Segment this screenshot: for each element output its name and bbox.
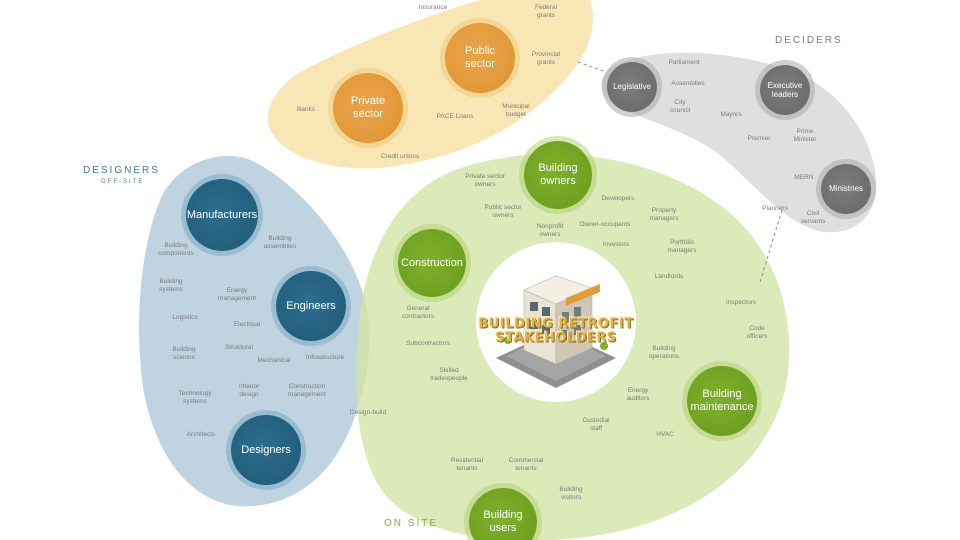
public-sector-node: Public sector <box>445 23 515 93</box>
deciders-label: Assemblies <box>671 79 705 87</box>
legislative-node: Legislative <box>607 62 657 112</box>
deciders-label: Mayors <box>720 110 742 118</box>
funders-label: PACE Loans <box>436 112 474 120</box>
connector-funders-deciders <box>577 61 607 73</box>
designers-label: Building science <box>172 345 196 361</box>
node-label: Building maintenance <box>690 388 754 413</box>
deciders-label: Planners <box>762 204 788 212</box>
deciders-label: Civil servants <box>800 209 826 225</box>
manufacturers-node: Manufacturers <box>186 179 258 251</box>
on-site-label: Nonprofit owners <box>536 222 564 238</box>
designers-subheading: OFF-SITE <box>101 179 145 185</box>
on-site-label: HVAC <box>656 430 674 438</box>
designers-label: Building systems <box>159 277 183 293</box>
funders-label: Credit unions <box>380 152 420 160</box>
designers-label: Interior design <box>238 382 260 398</box>
node-label: Public sector <box>465 45 495 70</box>
engineers-node: Engineers <box>276 271 346 341</box>
deciders-heading: DECIDERS <box>775 35 843 46</box>
designers-heading: DESIGNERS <box>83 165 160 176</box>
designers-label: Infrastructure <box>305 353 345 361</box>
on-site-label: Energy auditors <box>626 386 650 402</box>
funders-label: Municipal budget <box>502 102 530 118</box>
designers-label: Design-build <box>349 408 387 416</box>
construction-node: Construction <box>398 229 466 297</box>
on-site-label: Code officers <box>746 324 768 340</box>
building-owners-node: Building owners <box>524 141 592 209</box>
deciders-label: Prime Minister <box>793 127 817 143</box>
designers-region <box>139 155 370 507</box>
diagram-title: BUILDING RETROFIT STAKEHOLDERS <box>478 316 634 346</box>
designers-label: Energy management <box>218 286 256 302</box>
on-site-label: Skilled tradespeople <box>430 366 468 382</box>
connector-deciders-onsite <box>759 209 783 283</box>
designers-label: Construction management <box>288 382 326 398</box>
executive-leaders-node: Executive leaders <box>760 65 810 115</box>
on-site-label: Investors <box>602 240 630 248</box>
designers-node: Designers <box>231 415 301 485</box>
node-label: Ministries <box>829 184 863 194</box>
funders-label: Banks <box>296 105 316 113</box>
on-site-label: Private sector owners <box>465 172 505 188</box>
on-site-label: General contractors <box>401 304 435 320</box>
on-site-label: Landlords <box>654 272 684 280</box>
on-site-label: Inspectors <box>726 298 756 306</box>
designers-label: Technology systems <box>178 389 212 405</box>
designers-label: Architects <box>186 430 216 438</box>
on-site-label: Developers <box>601 194 635 202</box>
on-site-label: Public sector owners <box>484 203 522 219</box>
designers-label: Structural <box>225 343 253 351</box>
designers-label: Mechanical <box>257 356 291 364</box>
designers-label: Building components <box>158 241 194 257</box>
on-site-label: Commercial tenants <box>508 456 544 472</box>
node-label: Designers <box>241 443 291 456</box>
designers-label: Building assemblies <box>263 234 297 250</box>
node-label: Private sector <box>350 95 386 120</box>
on-site-label: Property managers <box>649 206 679 222</box>
on-site-label: Subcontractors <box>406 339 450 347</box>
node-label: Executive leaders <box>767 80 803 99</box>
node-label: Engineers <box>286 299 336 312</box>
funders-label: Insurance <box>418 3 448 11</box>
on-site-heading: ON SITE <box>384 518 439 529</box>
deciders-label: City council <box>669 98 691 114</box>
on-site-label: Building operations <box>648 344 680 360</box>
private-sector-node: Private sector <box>333 73 403 143</box>
node-label: Building users <box>483 509 523 534</box>
designers-label: Electrical <box>233 320 261 328</box>
deciders-label: MERN <box>794 173 814 181</box>
on-site-label: Building visitors <box>559 485 583 501</box>
deciders-label: Premier <box>747 134 771 142</box>
designers-label: Logistics <box>172 313 198 321</box>
deciders-label: Parliament <box>668 58 700 66</box>
node-label: Manufacturers <box>186 208 258 221</box>
ministries-node: Ministries <box>821 164 871 214</box>
node-label: Legislative <box>613 82 651 92</box>
node-label: Building owners <box>538 162 578 187</box>
on-site-label: Residential tenants <box>450 456 484 472</box>
building-illustration <box>496 275 616 388</box>
funders-label: Federal grants <box>534 3 558 19</box>
building-users-node: Building users <box>469 488 537 540</box>
funders-label: Provincial grants <box>531 50 561 66</box>
building-maintenance-node: Building maintenance <box>687 366 757 436</box>
on-site-label: Owner-occupants <box>579 220 631 228</box>
node-label: Construction <box>401 256 463 269</box>
on-site-label: Portfolio managers <box>667 238 697 254</box>
on-site-label: Custodial staff <box>582 416 610 432</box>
